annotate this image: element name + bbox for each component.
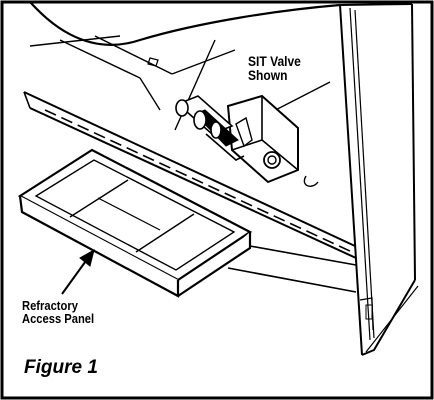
panel-leader-line [61,257,89,295]
panel-leader-arrowhead [79,248,95,267]
front-rail-bottom [29,107,357,259]
refractory-access-panel [17,148,253,298]
refractory-panel-label-line-1: Refractory [22,298,78,313]
front-rail-top [23,91,356,247]
cabinet-latch [365,304,373,320]
sit-valve-label: SIT Valve Shown [248,54,301,82]
figure-caption: Figure 1 [24,357,98,378]
sit-valve-label-line-1: SIT Valve [248,53,301,69]
sit-valve-label-line-2: Shown [248,67,288,83]
upper-housing-curve [29,1,341,46]
cabinet-front-edge [339,4,363,356]
refractory-panel-label: Refractory Access Panel [22,299,94,325]
refractory-panel-label-line-2: Access Panel [22,311,95,326]
rail-dashed-line [44,109,353,253]
sit-valve [175,94,299,184]
